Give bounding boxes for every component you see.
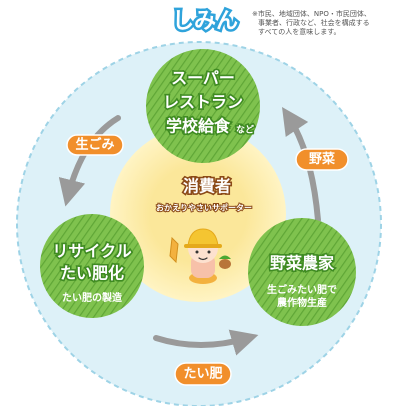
pill-vegetables-label: 野菜 bbox=[309, 151, 335, 167]
node-left-sub: たい肥の製造 bbox=[62, 291, 123, 304]
node-right-circle bbox=[248, 218, 356, 326]
pill-garbage-label: 生ごみ bbox=[75, 137, 114, 153]
center-title: 消費者 bbox=[183, 177, 231, 196]
hard-hat-mascot-icon bbox=[169, 228, 231, 284]
pill-vegetables: 野菜 bbox=[295, 148, 349, 171]
node-top-line-2: レストラン bbox=[163, 93, 243, 112]
pill-garbage: 生ごみ bbox=[66, 134, 124, 156]
node-top-line-1: スーパー bbox=[171, 69, 235, 88]
header-note-line-2: 事業者、行政など、社会を構成する bbox=[258, 18, 370, 27]
header-note-line-3: すべての人を意味します。 bbox=[258, 27, 341, 36]
center-subtitle: おかえりやさいサポーター bbox=[156, 203, 252, 213]
node-top: スーパー レストラン 学校給食 など bbox=[146, 49, 260, 163]
node-top-line-3: 学校給食 bbox=[166, 117, 231, 136]
pill-compost-label: たい肥 bbox=[183, 366, 222, 382]
node-right-sub-line-1: 生ごみたい肥で bbox=[267, 283, 337, 296]
arrow-compost bbox=[153, 329, 259, 356]
header-title: しみん bbox=[172, 9, 238, 34]
node-top-circle bbox=[146, 49, 260, 163]
node-left-circle bbox=[40, 214, 144, 318]
node-right-sub-line-2: 農作物生産 bbox=[277, 296, 327, 309]
inner-circle bbox=[110, 126, 286, 302]
node-right-title: 野菜農家 bbox=[270, 254, 335, 273]
node-left-line-1: リサイクル bbox=[52, 242, 131, 261]
node-left: リサイクル たい肥化 たい肥の製造 bbox=[40, 214, 144, 318]
pill-compost: たい肥 bbox=[174, 362, 232, 386]
node-right: 野菜農家 生ごみたい肥で 農作物生産 bbox=[248, 218, 356, 326]
header-note-line-1: ※市民、地域団体、NPO・市民団体、 bbox=[252, 9, 371, 18]
node-top-suffix: など bbox=[236, 124, 254, 136]
node-left-line-2: たい肥化 bbox=[60, 264, 124, 283]
